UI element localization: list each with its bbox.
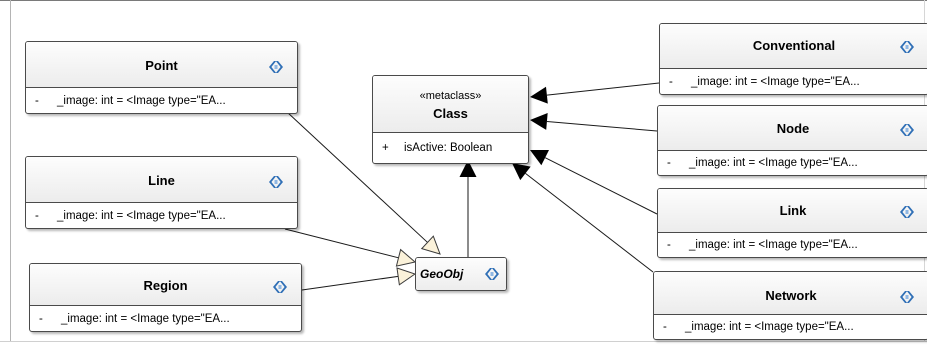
generalization-line[interactable] — [286, 111, 428, 243]
class-line[interactable]: Line - _image: int = <Image type="EA... — [25, 156, 298, 229]
class-header: GeoObj — [416, 258, 506, 290]
solid-arrowhead — [459, 160, 477, 177]
solid-arrowhead — [530, 86, 548, 104]
attribute-text: _image: int = <Image type="EA... — [689, 157, 858, 169]
attribute-text: _image: int = <Image type="EA... — [57, 209, 226, 222]
class-header: Conventional — [660, 24, 927, 69]
attribute-visibility: - — [667, 157, 671, 169]
frame-left-border — [10, 0, 11, 342]
class-element-icon — [900, 206, 914, 218]
class-attribute: - _image: int = <Image type="EA... — [660, 69, 927, 94]
generalization-line[interactable] — [301, 275, 399, 291]
class-name: Line — [148, 173, 175, 188]
attribute-visibility: - — [669, 75, 673, 88]
hollow-arrowhead — [420, 235, 441, 255]
class-header: Network — [654, 272, 927, 315]
class-class[interactable]: «metaclass» Class + isActive: Boolean — [372, 75, 529, 164]
attribute-visibility: - — [39, 312, 43, 325]
frame-bottom-border — [0, 341, 927, 342]
class-region[interactable]: Region - _image: int = <Image type="EA... — [29, 263, 302, 332]
solid-arrowhead — [530, 112, 548, 130]
class-header: «metaclass» Class — [373, 76, 528, 133]
class-name: Conventional — [752, 38, 836, 53]
class-name: Region — [143, 278, 188, 293]
hollow-arrowhead — [395, 248, 417, 267]
class-attribute: - _image: int = <Image type="EA... — [654, 315, 927, 339]
class-element-icon — [900, 124, 914, 136]
class-attribute: - _image: int = <Image type="EA... — [30, 306, 301, 331]
attribute-text: isActive: Boolean — [404, 142, 493, 154]
class-name: Point — [145, 58, 178, 73]
attribute-text: _image: int = <Image type="EA... — [689, 239, 858, 251]
class-element-icon — [269, 61, 283, 73]
attribute-text: _image: int = <Image type="EA... — [685, 321, 854, 333]
class-header: Region — [30, 264, 301, 306]
hollow-arrowhead — [396, 267, 417, 286]
class-header: Link — [658, 189, 927, 233]
class-element-icon — [900, 291, 914, 303]
attribute-visibility: - — [35, 209, 39, 222]
class-link[interactable]: Link - _image: int = <Image type="EA... — [657, 188, 927, 258]
class-header: Node — [658, 106, 927, 151]
class-name: Network — [765, 288, 817, 303]
association-line[interactable] — [544, 157, 658, 215]
frame-top-border — [0, 0, 927, 1]
class-name: GeoObj — [420, 267, 464, 281]
class-attribute: + isActive: Boolean — [373, 133, 528, 163]
attribute-visibility: - — [667, 239, 671, 251]
class-header: Point — [26, 42, 297, 88]
solid-arrowhead — [512, 163, 531, 181]
generalization-line[interactable] — [284, 228, 399, 259]
attribute-text: _image: int = <Image type="EA... — [691, 75, 860, 88]
class-attribute: - _image: int = <Image type="EA... — [26, 203, 297, 228]
attribute-text: _image: int = <Image type="EA... — [61, 312, 230, 325]
attribute-visibility: - — [35, 94, 39, 107]
attribute-visibility: + — [382, 142, 389, 154]
class-attribute: - _image: int = <Image type="EA... — [26, 88, 297, 113]
class-element-icon — [485, 268, 499, 280]
class-attribute: - _image: int = <Image type="EA... — [658, 151, 927, 175]
class-name: Node — [776, 121, 810, 136]
class-element-icon — [900, 41, 914, 53]
class-name: Link — [779, 203, 807, 218]
class-element-icon — [273, 281, 287, 293]
association-line[interactable] — [546, 82, 660, 96]
solid-arrowhead — [530, 150, 550, 166]
association-line[interactable] — [546, 120, 658, 132]
class-attribute: - _image: int = <Image type="EA... — [658, 233, 927, 257]
class-header: Line — [26, 157, 297, 203]
class-point[interactable]: Point - _image: int = <Image type="EA... — [25, 41, 298, 114]
class-conventional[interactable]: Conventional - _image: int = <Image type="… — [659, 23, 927, 95]
association-line[interactable] — [525, 173, 654, 273]
class-node[interactable]: Node - _image: int = <Image type="EA... — [657, 105, 927, 176]
class-element-icon — [269, 176, 283, 188]
attribute-text: _image: int = <Image type="EA... — [57, 94, 226, 107]
class-stereotype: «metaclass» — [419, 90, 482, 102]
class-network[interactable]: Network - _image: int = <Image type="EA... — [653, 271, 927, 340]
class-name: Class — [433, 106, 468, 121]
class-geoobj[interactable]: GeoObj — [415, 257, 507, 291]
attribute-visibility: - — [663, 321, 667, 333]
